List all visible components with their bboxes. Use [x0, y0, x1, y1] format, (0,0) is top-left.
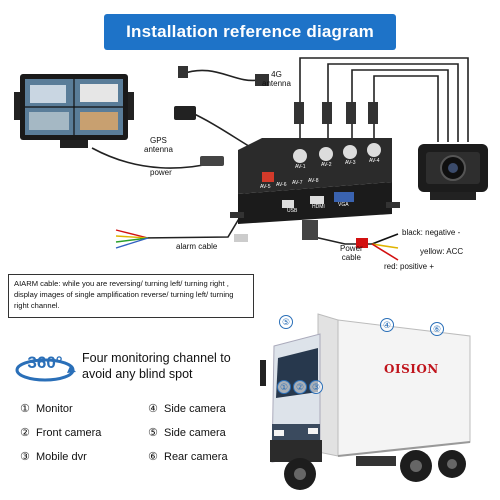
- legend-num-5: ⑤: [148, 427, 158, 439]
- legend-label-5: Side camera: [164, 427, 226, 439]
- legend-item-4: ④ Side camera: [148, 402, 226, 415]
- legend-label-1: Monitor: [36, 403, 73, 415]
- port-label-front-1: AV-5: [260, 184, 271, 190]
- title-banner: Installation reference diagram: [104, 14, 396, 50]
- label-port-usb: USB: [287, 208, 298, 214]
- truck-mark-monitor: ①: [277, 380, 291, 394]
- label-wire-red: red: positive +: [384, 262, 435, 271]
- label-wire-black: black: negative -: [402, 228, 461, 237]
- legend-label-6: Rear camera: [164, 451, 228, 463]
- camera-connectors: [294, 102, 378, 124]
- truck-mark-side-camera-5: ⑤: [279, 315, 293, 329]
- 360-badge-text: 360°: [27, 353, 62, 372]
- port-label-top-2: AV-2: [321, 162, 332, 168]
- legend-num-1: ①: [20, 403, 30, 415]
- fuse-holder: [356, 238, 368, 248]
- truck-illustration: [260, 313, 471, 490]
- legend-label-3: Mobile dvr: [36, 451, 87, 463]
- legend-num-4: ④: [148, 403, 158, 415]
- port-label-front-4: AV-8: [308, 178, 319, 184]
- legend-item-6: ⑥ Rear camera: [148, 450, 228, 463]
- 4g-antenna-tip: [255, 74, 269, 86]
- 4g-antenna-plug: [178, 66, 188, 78]
- mobile-dvr-illustration: [230, 138, 400, 240]
- truck-mark-mobile-dvr: ③: [309, 380, 323, 394]
- truck-mark-rear-camera: ⑥: [430, 322, 444, 336]
- truck-mark-side-camera-4: ④: [380, 318, 394, 332]
- truck-brand-logo: OISION: [384, 362, 439, 376]
- label-wire-yellow: yellow: ACC: [420, 247, 464, 256]
- rear-camera-illustration: [418, 144, 488, 200]
- port-label-front-3: AV-7: [292, 180, 303, 186]
- monitor-illustration: [14, 74, 134, 148]
- page-title: Installation reference diagram: [126, 22, 374, 41]
- label-power-cable-text: Power cable: [340, 244, 363, 262]
- port-label-top-1: AV-1: [295, 164, 306, 170]
- label-power-cable: Power cable: [340, 244, 363, 262]
- truck-mark-front-camera: ②: [293, 380, 307, 394]
- legend-item-5: ⑤ Side camera: [148, 426, 226, 439]
- alarm-connector: [234, 234, 248, 242]
- label-port-hdmi: HDMI: [312, 204, 325, 210]
- gps-antenna-puck: [174, 106, 196, 120]
- label-power: power: [150, 168, 172, 177]
- legend-num-3: ③: [20, 451, 30, 463]
- port-label-top-3: AV-3: [345, 160, 356, 166]
- installation-diagram: [14, 57, 488, 261]
- legend-label-4: Side camera: [164, 403, 226, 415]
- label-4g-antenna: 4G antenna: [262, 70, 291, 88]
- legend-num-6: ⑥: [148, 451, 158, 463]
- legend-label-2: Front camera: [36, 427, 102, 439]
- legend-item-3: ③ Mobile dvr: [20, 450, 87, 463]
- legend-num-2: ②: [20, 427, 30, 439]
- label-4g-antenna-text: 4G antenna: [262, 70, 291, 88]
- legend-item-2: ② Front camera: [20, 426, 101, 439]
- alarm-cable-note-text: AIARM cable: while you are reversing/ tu…: [14, 279, 234, 310]
- 360-icon: 360°: [15, 353, 76, 382]
- label-port-vga: VGA: [338, 202, 349, 208]
- label-gps-antenna: GPS antenna: [144, 136, 173, 154]
- legend-item-1: ① Monitor: [20, 402, 73, 415]
- label-alarm-cable: alarm cable: [176, 242, 218, 251]
- port-label-front-2: AV-6: [276, 182, 287, 188]
- feature-text: Four monitoring channel to avoid any bli…: [82, 351, 231, 381]
- port-label-top-4: AV-4: [369, 158, 380, 164]
- power-plug: [200, 156, 224, 166]
- power-wires: [371, 233, 399, 261]
- label-gps-antenna-text: GPS antenna: [144, 136, 173, 154]
- alarm-wires: [115, 229, 149, 249]
- alarm-cable-note: AIARM cable: while you are reversing/ tu…: [8, 274, 254, 318]
